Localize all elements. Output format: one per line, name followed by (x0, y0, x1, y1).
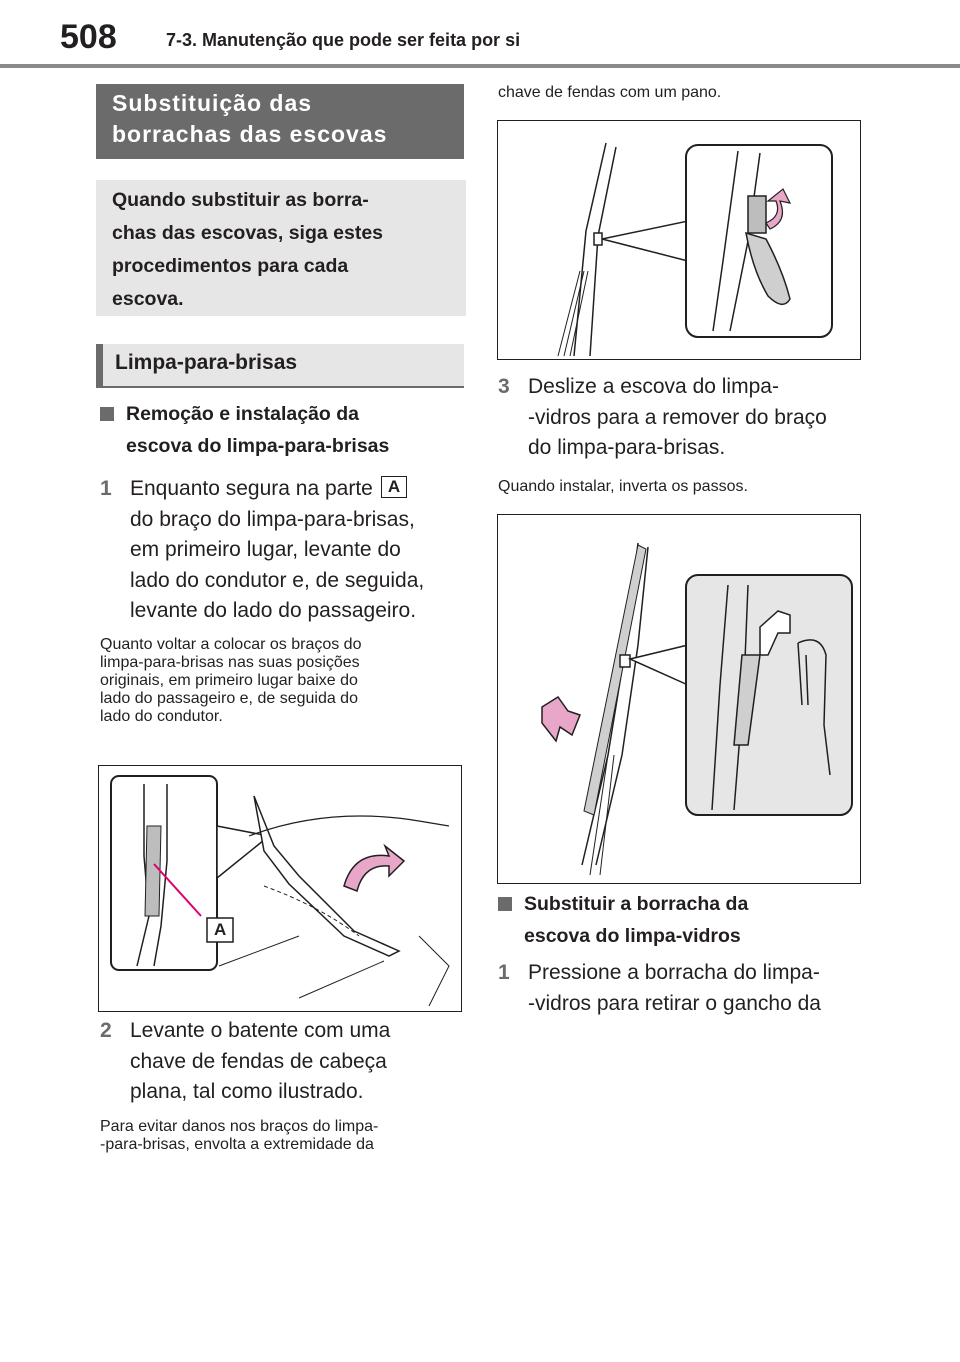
note-line: -para-brisas, envolta a extremidade da (100, 1136, 374, 1153)
rubber-heading: Substituir a borracha da escova do limpa… (498, 888, 868, 952)
note-line: Quanto voltar a colocar os braços do (100, 636, 362, 653)
step-text: -vidros para retirar o gancho da (528, 991, 821, 1015)
step-text: plana, tal como ilustrado. (130, 1080, 364, 1103)
bullet-square-icon (100, 407, 114, 421)
note-restore-order: Quanto voltar a colocar os braços do lim… (100, 636, 470, 726)
step-text: -vidros para a remover do braço (528, 405, 827, 429)
step-number: 3 (498, 375, 510, 398)
note-install-reverse: Quando instalar, inverta os passos. (498, 478, 748, 495)
removal-step-1: 1 Enquanto segura na parte A do braço do … (100, 474, 470, 627)
chapter-title: 7-3. Manutenção que pode ser feita por s… (166, 30, 521, 50)
note-protect-arm: Para evitar danos nos braços do limpa- -… (100, 1118, 470, 1154)
removal-heading-line: Remoção e instalação da (126, 403, 360, 425)
rubber-heading-line: Substituir a borracha da (524, 893, 749, 915)
figure-slide-blade (497, 514, 861, 884)
figure-lift-stopper (497, 120, 861, 360)
step-text: levante do lado do passageiro. (130, 599, 417, 622)
section-title: Substituição das borrachas das escovas (96, 84, 464, 159)
section-title-line: borrachas das escovas (112, 121, 388, 147)
part-a-label: A (380, 476, 408, 498)
note-line: limpa-para-brisas nas suas posições (100, 654, 360, 671)
step-text: chave de fendas de cabeça (130, 1049, 387, 1073)
removal-heading: Remoção e instalação da escova do limpa-… (100, 398, 470, 462)
intro-line: escova. (112, 288, 184, 310)
intro-line: Quando substituir as borra- (112, 189, 369, 211)
step-text: Pressione a borracha do limpa- (528, 961, 820, 984)
step-text: Enquanto segura na parte (130, 477, 373, 500)
step-text: do braço do limpa-para-brisas, (130, 507, 415, 531)
note-line: lado do passageiro e, de seguida do (100, 690, 358, 707)
intro-box: Quando substituir as borra- chas das esc… (96, 180, 466, 316)
removal-heading-line: escova do limpa-para-brisas (126, 435, 390, 457)
rubber-step-1: 1 Pressione a borracha do limpa- -vidros… (498, 958, 868, 1019)
step-number: 1 (498, 961, 510, 984)
rubber-heading-line: escova do limpa-vidros (524, 925, 741, 947)
step-text: do limpa-para-brisas. (528, 436, 726, 459)
figure-a-label: A (214, 920, 227, 939)
intro-line: procedimentos para cada (112, 255, 349, 277)
figure-lift-wiper: A (98, 765, 462, 1012)
step-number: 2 (100, 1019, 112, 1042)
removal-step-3: 3 Deslize a escova do limpa- -vidros par… (498, 372, 868, 464)
intro-line: chas das escovas, siga estes (112, 222, 384, 244)
page-number: 508 (60, 18, 117, 56)
step-text: Levante o batente com uma (130, 1019, 391, 1042)
step-text: lado do condutor e, de seguida, (130, 568, 425, 592)
bullet-square-icon (498, 897, 512, 911)
note-line: originais, em primeiro lugar baixe do (100, 672, 358, 689)
subsection-title: Limpa-para-brisas (96, 344, 464, 388)
step-number: 1 (100, 477, 112, 500)
section-title-line: Substituição das (112, 90, 313, 116)
note-protect-arm-continued: chave de fendas com um pano. (498, 84, 722, 101)
header-rule (0, 64, 960, 68)
note-line: lado do condutor. (100, 708, 223, 725)
step-text: em primeiro lugar, levante do (130, 538, 401, 561)
step-text: Deslize a escova do limpa- (528, 375, 779, 398)
note-line: Para evitar danos nos braços do limpa- (100, 1118, 379, 1135)
removal-step-2: 2 Levante o batente com uma chave de fen… (100, 1016, 470, 1108)
